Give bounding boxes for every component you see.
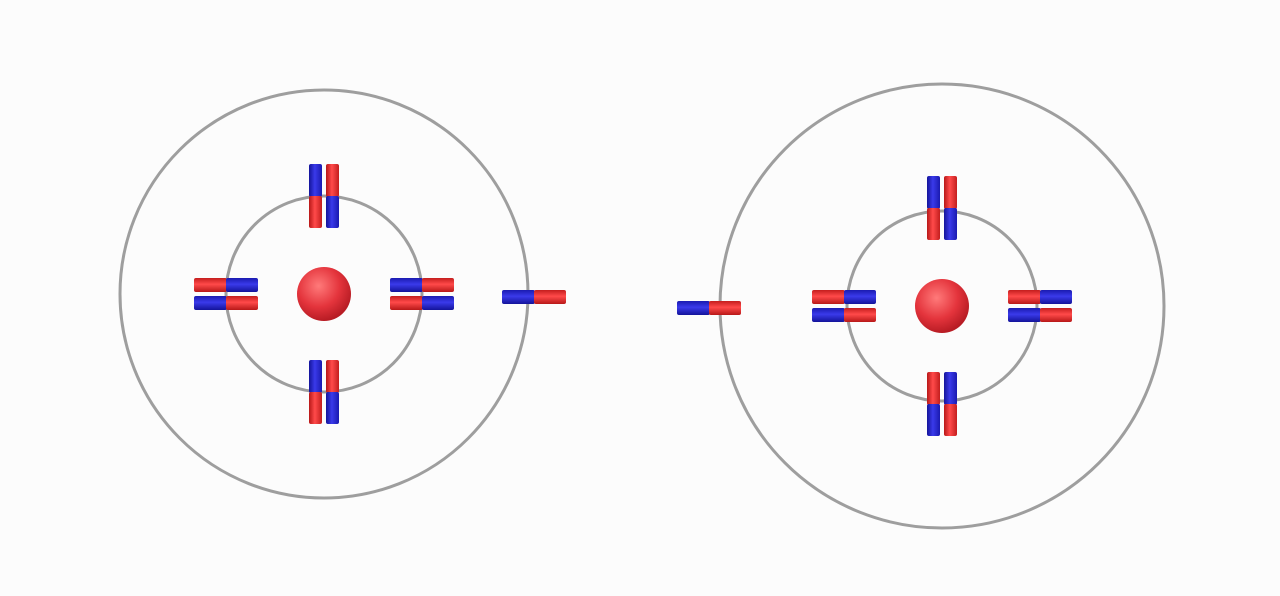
left-atom <box>118 88 566 500</box>
magnet <box>927 372 940 436</box>
red-pole <box>1008 290 1041 304</box>
magnet <box>309 360 322 424</box>
blue-pole <box>927 404 940 436</box>
right-atom <box>677 82 1166 530</box>
inner-shell <box>224 194 424 394</box>
blue-pole <box>927 176 940 209</box>
blue-pole <box>390 278 423 292</box>
inner-pair-bottom <box>309 360 339 424</box>
red-pole <box>534 290 566 304</box>
red-pole <box>390 296 423 310</box>
magnet <box>326 164 339 228</box>
magnet <box>390 296 454 310</box>
red-pole <box>812 290 845 304</box>
red-pole <box>309 392 322 424</box>
nucleus <box>915 279 969 333</box>
red-pole <box>422 278 454 292</box>
inner-shell <box>845 209 1039 403</box>
inner-pair-bottom <box>927 372 957 436</box>
blue-pole <box>194 296 227 310</box>
inner-pair-right <box>390 278 454 310</box>
red-pole <box>309 196 322 228</box>
magnet <box>944 372 957 436</box>
inner-pair-left <box>194 278 258 310</box>
red-pole <box>709 301 741 315</box>
blue-pole <box>226 278 258 292</box>
red-pole <box>1040 308 1072 322</box>
red-pole <box>844 308 876 322</box>
blue-pole <box>1008 308 1041 322</box>
blue-pole <box>326 392 339 424</box>
inner-pair-top <box>309 164 339 228</box>
red-pole <box>326 360 339 393</box>
red-pole <box>927 372 940 405</box>
blue-pole <box>502 290 535 304</box>
red-pole <box>944 176 957 209</box>
blue-pole <box>422 296 454 310</box>
magnet <box>194 296 258 310</box>
outer-shell-magnet <box>677 301 741 315</box>
red-pole <box>944 404 957 436</box>
blue-pole <box>844 290 876 304</box>
blue-pole <box>812 308 845 322</box>
magnet <box>927 176 940 240</box>
magnet <box>390 278 454 292</box>
magnet <box>812 290 876 304</box>
red-pole <box>927 208 940 240</box>
magnet <box>326 360 339 424</box>
magnet <box>1008 290 1072 304</box>
magnet <box>1008 308 1072 322</box>
blue-pole <box>309 164 322 197</box>
blue-pole <box>944 372 957 405</box>
magnet <box>309 164 322 228</box>
blue-pole <box>326 196 339 228</box>
blue-pole <box>944 208 957 240</box>
magnet <box>812 308 876 322</box>
red-pole <box>194 278 227 292</box>
inner-pair-top <box>927 176 957 240</box>
inner-pair-left <box>812 290 876 322</box>
red-pole <box>326 164 339 197</box>
red-pole <box>226 296 258 310</box>
magnet <box>194 278 258 292</box>
outer-shell-magnet <box>502 290 566 304</box>
magnet <box>944 176 957 240</box>
nucleus <box>297 267 351 321</box>
inner-pair-right <box>1008 290 1072 322</box>
blue-pole <box>309 360 322 393</box>
blue-pole <box>677 301 710 315</box>
blue-pole <box>1040 290 1072 304</box>
